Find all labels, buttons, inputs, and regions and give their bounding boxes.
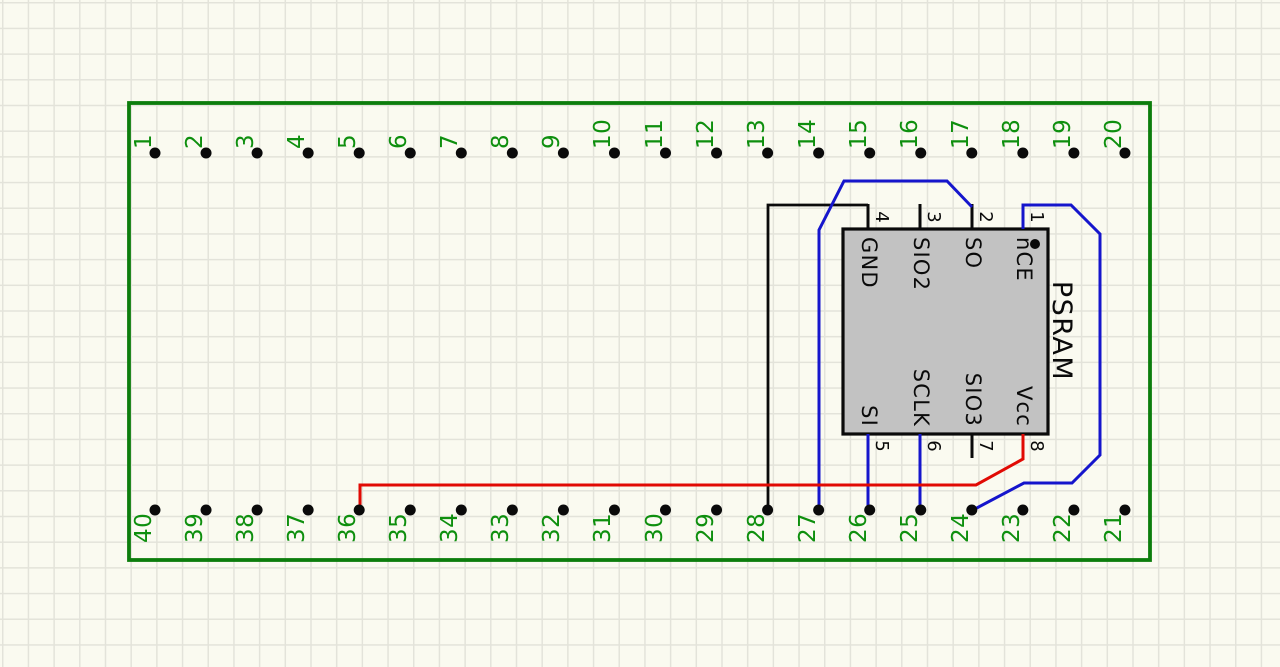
connector-pin-29[interactable] [711, 504, 723, 516]
connector-pin-6[interactable] [404, 147, 416, 159]
connector-pin-1[interactable] [149, 147, 161, 159]
connector-pin-37[interactable] [302, 504, 314, 516]
connector-pin-16[interactable] [915, 147, 927, 159]
connector-pin-10[interactable] [608, 147, 620, 159]
connector-pin-15[interactable] [864, 147, 876, 159]
connector-pin-4[interactable] [302, 147, 314, 159]
connector-pin-28[interactable] [762, 504, 774, 516]
connector-pin-22[interactable] [1068, 504, 1080, 516]
connector-pin-38[interactable] [251, 504, 263, 516]
connector-pin-dots [149, 147, 1131, 516]
connector-pin-5[interactable] [353, 147, 365, 159]
connector-pin-34[interactable] [455, 504, 467, 516]
connector-pin-12[interactable] [711, 147, 723, 159]
connector-pin-3[interactable] [251, 147, 263, 159]
wire-gnd-pin28[interactable] [766, 203, 868, 510]
connector-pin-19[interactable] [1068, 147, 1080, 159]
connector-pin-9[interactable] [557, 147, 569, 159]
psram-chip-body[interactable] [841, 227, 1050, 436]
connector-pin-14[interactable] [813, 147, 825, 159]
connector-pin-40[interactable] [149, 504, 161, 516]
pin1-marker-dot [1030, 239, 1040, 249]
connector-pin-31[interactable] [608, 504, 620, 516]
connector-pin-21[interactable] [1119, 504, 1131, 516]
connector-pin-25[interactable] [915, 504, 927, 516]
connector-pin-30[interactable] [660, 504, 671, 516]
connector-pin-23[interactable] [1017, 504, 1029, 516]
connector-pin-17[interactable] [966, 147, 978, 159]
connector-pin-39[interactable] [200, 504, 212, 516]
connector-pin-24[interactable] [966, 504, 978, 516]
connector-pin-32[interactable] [557, 504, 569, 516]
connector-pin-18[interactable] [1017, 147, 1029, 159]
connector-outline[interactable] [127, 101, 1152, 562]
connector-pin-2[interactable] [200, 147, 212, 159]
connector-pin-11[interactable] [660, 147, 671, 159]
connector-pin-33[interactable] [506, 504, 518, 516]
connector-pin-7[interactable] [455, 147, 467, 159]
connector-pin-35[interactable] [404, 504, 416, 516]
connector-pin-36[interactable] [353, 504, 365, 516]
wire-nce-pin24[interactable] [972, 203, 1102, 512]
connector-pin-26[interactable] [864, 504, 876, 516]
connector-pin-13[interactable] [762, 147, 774, 159]
wire-vcc-pin36[interactable] [358, 434, 1025, 510]
connector-pin-20[interactable] [1119, 147, 1131, 159]
connector-pin-27[interactable] [813, 504, 825, 516]
wire-so-pin27[interactable] [817, 179, 974, 510]
connector-pin-8[interactable] [506, 147, 518, 159]
